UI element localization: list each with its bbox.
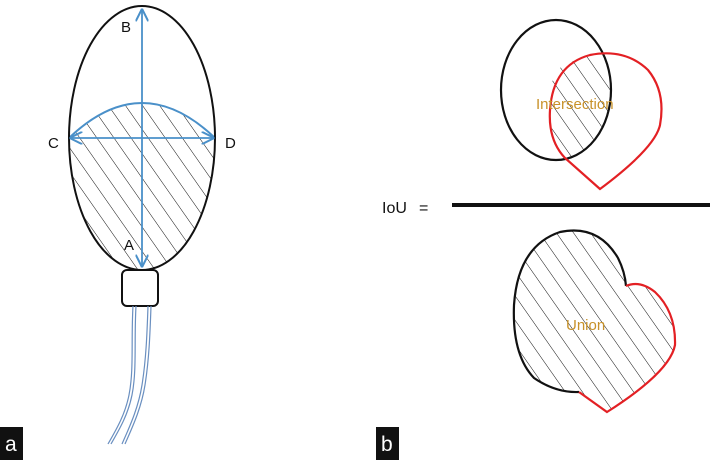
intersection-figure: Intersection	[499, 18, 663, 191]
point-label-c: C	[48, 135, 59, 152]
ground-truth-union-outline	[512, 229, 628, 394]
union-label: Union	[566, 317, 605, 334]
point-label-d: D	[225, 135, 236, 152]
catheter-connector	[121, 269, 159, 307]
panel-b-letter: b	[381, 433, 393, 456]
equals-sign: =	[419, 200, 428, 217]
point-label-a: A	[124, 237, 134, 254]
point-label-b: B	[121, 19, 131, 36]
intersection-label: Intersection	[536, 96, 614, 113]
panel-b-badge	[376, 427, 399, 460]
panel-a-badge	[0, 427, 23, 460]
prediction-union-outline	[578, 282, 677, 414]
panel-a-letter: a	[5, 433, 17, 456]
union-region	[513, 230, 676, 412]
panel-b: Intersection IoU = Union b	[376, 18, 710, 460]
iou-label: IoU	[382, 200, 407, 217]
catheter-tube	[107, 305, 152, 445]
ground-truth-outline	[499, 18, 613, 162]
union-figure: Union	[512, 229, 677, 414]
prediction-outline	[548, 52, 663, 191]
panel-a: B C D A a	[0, 5, 236, 460]
